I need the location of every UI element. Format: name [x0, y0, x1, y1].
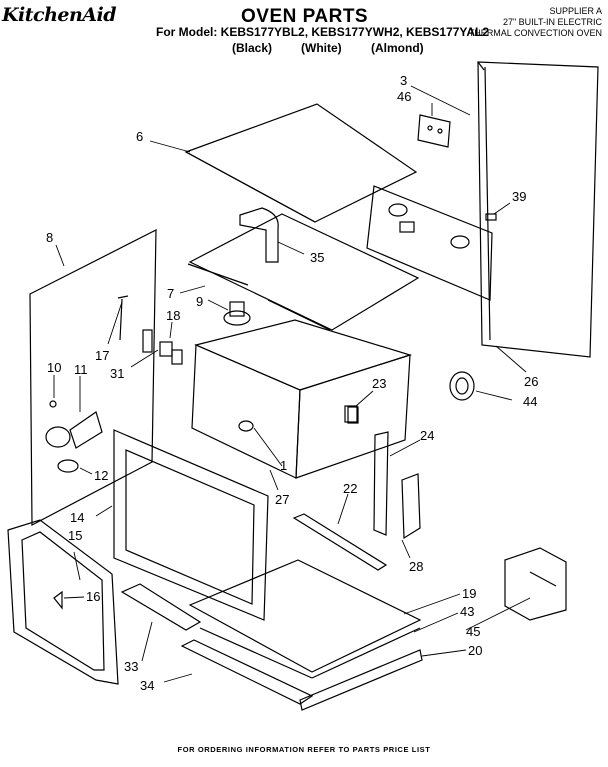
- part-side-panel-right: [366, 185, 493, 301]
- color-almond: (Almond): [371, 41, 424, 55]
- callout-15: 15: [68, 528, 82, 543]
- product-line-1: SUPPLIER A: [549, 6, 602, 16]
- callout-43: 43: [460, 604, 474, 619]
- callout-19: 19: [462, 586, 476, 601]
- callout-6: 6: [136, 129, 143, 144]
- part-clip: [53, 590, 63, 610]
- product-info: SUPPLIER A 27" BUILT-IN ELECTRIC THERMAL…: [432, 6, 602, 39]
- callout-39: 39: [512, 189, 526, 204]
- part-bracket-45: [417, 114, 451, 148]
- part-upper-plate: [187, 213, 420, 331]
- callout-7: 7: [167, 286, 174, 301]
- part-hinge-brackets: [344, 405, 421, 540]
- callout-22: 22: [343, 481, 357, 496]
- part-side-panel-left: [29, 229, 157, 526]
- part-door-gasket: [7, 519, 119, 685]
- part-side-trim: [504, 547, 567, 621]
- callout-31: 31: [110, 366, 124, 381]
- product-line-2: 27" BUILT-IN ELECTRIC: [502, 17, 602, 27]
- callout-17: 17: [95, 348, 109, 363]
- callout-27: 27: [275, 492, 289, 507]
- callout-35: 35: [310, 250, 324, 265]
- part-rear-panel: [477, 61, 599, 358]
- callout-9: 9: [196, 294, 203, 309]
- leader-lines: [53, 85, 531, 683]
- color-black: (Black): [232, 41, 273, 55]
- callout-1: 1: [280, 458, 287, 473]
- callout-numbers: 3 46 6 39 8 35 7 9 18 17 31 10 11 12 23 …: [46, 73, 538, 693]
- callout-18: 18: [166, 308, 180, 323]
- callout-3: 3: [400, 73, 407, 88]
- callout-28: 28: [409, 559, 423, 574]
- callout-8: 8: [46, 230, 53, 245]
- callout-33: 33: [124, 659, 138, 674]
- part-thermostat: [223, 301, 251, 326]
- callout-46: 45: [466, 624, 480, 639]
- color-white: (White): [301, 41, 342, 55]
- part-lamp-assembly: [45, 400, 103, 473]
- part-door-frame: [113, 429, 269, 621]
- callout-11: 11: [74, 362, 88, 377]
- callout-16: 16: [86, 589, 100, 604]
- callout-45: 46: [397, 89, 411, 104]
- part-switches: [142, 329, 183, 365]
- callout-44: 44: [523, 394, 537, 409]
- part-vent-duct: [239, 207, 279, 263]
- callout-26: 26: [524, 374, 538, 389]
- part-oven-cavity: [191, 319, 413, 479]
- part-bottom-trim: [120, 583, 423, 711]
- part-gasket: [449, 371, 475, 401]
- footer-note: FOR ORDERING INFORMATION REFER TO PARTS …: [177, 745, 431, 754]
- callout-10: 10: [47, 360, 61, 375]
- model-line: For Model: KEBS177YBL2, KEBS177YWH2, KEB…: [156, 25, 489, 39]
- part-rail: [292, 513, 388, 571]
- callout-20: 20: [468, 643, 482, 658]
- product-line-3: THERMAL CONVECTION OVEN: [468, 28, 602, 38]
- callout-14: 14: [70, 510, 84, 525]
- callout-12: 12: [94, 468, 108, 483]
- part-top-panel: [184, 103, 418, 223]
- part-screw-39: [485, 213, 497, 221]
- page-title: OVEN PARTS: [241, 6, 369, 27]
- callout-24: 24: [420, 428, 434, 443]
- callout-23: 23: [372, 376, 386, 391]
- callout-34: 34: [140, 678, 154, 693]
- part-bottom-plate: [188, 559, 422, 679]
- brand-logo: KitchenAid: [2, 4, 117, 26]
